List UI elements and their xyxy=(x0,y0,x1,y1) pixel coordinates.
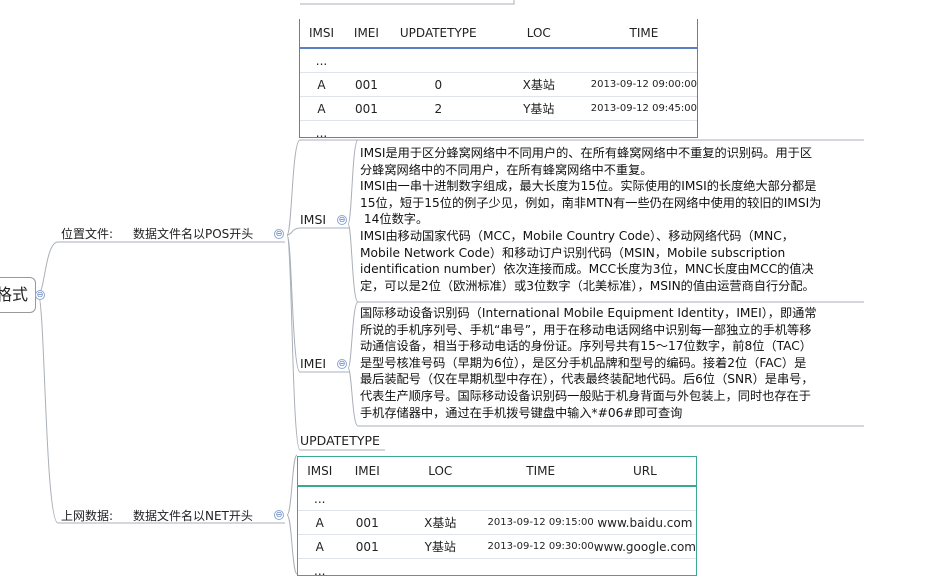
table-cell xyxy=(390,48,487,73)
collapse-icon[interactable]: ⊖ xyxy=(337,359,347,369)
table-header: TIME xyxy=(488,457,594,486)
table-cell: 2 xyxy=(390,97,487,121)
table-row: A 001 Y基站 2013-09-12 09:30:00 www.google… xyxy=(298,535,696,559)
table-header: LOC xyxy=(393,457,488,486)
branch-internet-label: 上网数据: xyxy=(61,507,113,524)
table-cell: ... xyxy=(298,559,342,582)
table-cell xyxy=(343,48,390,73)
table-cell: 001 xyxy=(343,97,390,121)
table-cell xyxy=(594,486,696,511)
table-cell xyxy=(342,559,393,582)
table-row: A 001 X基站 2013-09-12 09:15:00 www.baidu.… xyxy=(298,511,696,535)
table-header: IMSI xyxy=(298,457,342,486)
pos-table: IMSI IMEI UPDATETYPE LOC TIME ... A 001 … xyxy=(299,19,698,138)
table-cell: www.google.com xyxy=(594,535,696,559)
table-cell xyxy=(393,559,488,582)
desc-line: IMSI由一串十进制数字组成，最大长度为15位。实际使用的IMSI的长度绝大部分… xyxy=(360,178,868,195)
collapse-icon[interactable]: ⊖ xyxy=(274,229,284,239)
desc-line: 手机存储器中，通过在手机拨号键盘中输入*#06#即可查询 xyxy=(360,405,868,422)
table-cell: 001 xyxy=(342,511,393,535)
table-cell xyxy=(393,486,488,511)
desc-line: 最后装配号（仅在早期机型中存在），代表最终装配地代码。后6位（SNR）是串号， xyxy=(360,371,868,388)
table-header: URL xyxy=(594,457,696,486)
branch-location-desc: 数据文件名以POS开头 xyxy=(133,225,253,242)
collapse-icon[interactable]: ⊖ xyxy=(337,215,347,225)
collapse-icon[interactable]: ⊖ xyxy=(35,290,45,300)
table-cell xyxy=(487,48,591,73)
table-cell xyxy=(342,486,393,511)
table-row: ... xyxy=(300,121,697,145)
table-header: LOC xyxy=(487,19,591,48)
table-cell: 0 xyxy=(390,73,487,97)
table-cell: 2013-09-12 09:45:00 xyxy=(591,97,697,121)
desc-line: identification number）依次连接而成。MCC长度为3位，MN… xyxy=(360,261,868,278)
collapse-icon[interactable]: ⊖ xyxy=(274,510,284,520)
table-cell xyxy=(591,121,697,145)
table-row: ... xyxy=(298,486,696,511)
desc-line: IMSI是用于区分蜂窝网络中不同用户的、在所有蜂窝网络中不重复的识别码。用于区 xyxy=(360,145,868,162)
desc-line: 定，可以是2位（欧洲标准）或3位数字（北美标准），MSIN的值由运营商自行分配。 xyxy=(360,278,868,295)
table-cell: 2013-09-12 09:00:00 xyxy=(591,73,697,97)
table-row: ... xyxy=(300,48,697,73)
desc-line: 所说的手机序列号、手机“串号”，用于在移动电话网络中识别每一部独立的手机等移 xyxy=(360,322,868,339)
field-imei-label: IMEI xyxy=(300,356,326,371)
table-row: A 001 2 Y基站 2013-09-12 09:45:00 xyxy=(300,97,697,121)
table-cell: 001 xyxy=(342,535,393,559)
table-cell xyxy=(487,121,591,145)
net-table: IMSI IMEI LOC TIME URL ... A 001 X基站 201… xyxy=(297,456,697,576)
table-header: IMEI xyxy=(343,19,390,48)
desc-line: 分蜂窝网络中的不同用户，在所有蜂窝网络中不重复。 xyxy=(360,162,868,179)
table-row: ... xyxy=(298,559,696,582)
table-cell: A xyxy=(300,97,343,121)
table-cell xyxy=(591,48,697,73)
table-cell xyxy=(343,121,390,145)
desc-line: Mobile Network Code）和移动订户识别代码（MSIN，Mobil… xyxy=(360,245,868,262)
table-cell xyxy=(594,559,696,582)
table-cell: Y基站 xyxy=(393,535,488,559)
table-cell: ... xyxy=(298,486,342,511)
table-cell: 001 xyxy=(343,73,390,97)
table-header: IMSI xyxy=(300,19,343,48)
table-cell: X基站 xyxy=(393,511,488,535)
root-label: 格式 xyxy=(0,285,28,304)
table-cell: ... xyxy=(300,121,343,145)
table-cell xyxy=(488,486,594,511)
desc-line: 国际移动设备识别码（International Mobile Equipment… xyxy=(360,305,868,322)
branch-location-label: 位置文件: xyxy=(61,225,113,242)
root-node[interactable]: 格式 xyxy=(0,277,36,313)
table-cell xyxy=(390,121,487,145)
table-row: A 001 0 X基站 2013-09-12 09:00:00 xyxy=(300,73,697,97)
field-imsi-label: IMSI xyxy=(300,212,326,227)
table-cell: www.baidu.com xyxy=(594,511,696,535)
branch-internet-desc: 数据文件名以NET开头 xyxy=(133,507,253,524)
desc-line: 动通信设备，相当于移动电话的身份证。序列号共有15～17位数字，前8位（TAC） xyxy=(360,338,868,355)
desc-line: IMSI由移动国家代码（MCC，Mobile Country Code）、移动网… xyxy=(360,228,868,245)
desc-line: 14位数字。 xyxy=(360,211,868,228)
table-cell: 2013-09-12 09:30:00 xyxy=(488,535,594,559)
desc-line: 代表生产顺序号。国际移动设备识别码一般贴于机身背面与外包装上，同时也存在于 xyxy=(360,388,868,405)
table-header: IMEI xyxy=(342,457,393,486)
table-cell: 2013-09-12 09:15:00 xyxy=(488,511,594,535)
desc-line: 15位，短于15位的例子少见，例如，南非MTN有一些仍在网络中使用的较旧的IMS… xyxy=(360,195,868,212)
desc-line: 是型号核准号码（早期为6位），是区分手机品牌和型号的编码。接着2位（FAC）是 xyxy=(360,355,868,372)
table-cell: A xyxy=(300,73,343,97)
table-cell: A xyxy=(298,535,342,559)
table-header: UPDATETYPE xyxy=(390,19,487,48)
field-updatetype-label: UPDATETYPE xyxy=(300,433,380,448)
table-cell: X基站 xyxy=(487,73,591,97)
imei-description: 国际移动设备识别码（International Mobile Equipment… xyxy=(360,305,868,421)
table-header: TIME xyxy=(591,19,697,48)
imsi-description: IMSI是用于区分蜂窝网络中不同用户的、在所有蜂窝网络中不重复的识别码。用于区 … xyxy=(360,145,868,294)
table-cell xyxy=(488,559,594,582)
table-cell: ... xyxy=(300,48,343,73)
table-cell: Y基站 xyxy=(487,97,591,121)
table-cell: A xyxy=(298,511,342,535)
